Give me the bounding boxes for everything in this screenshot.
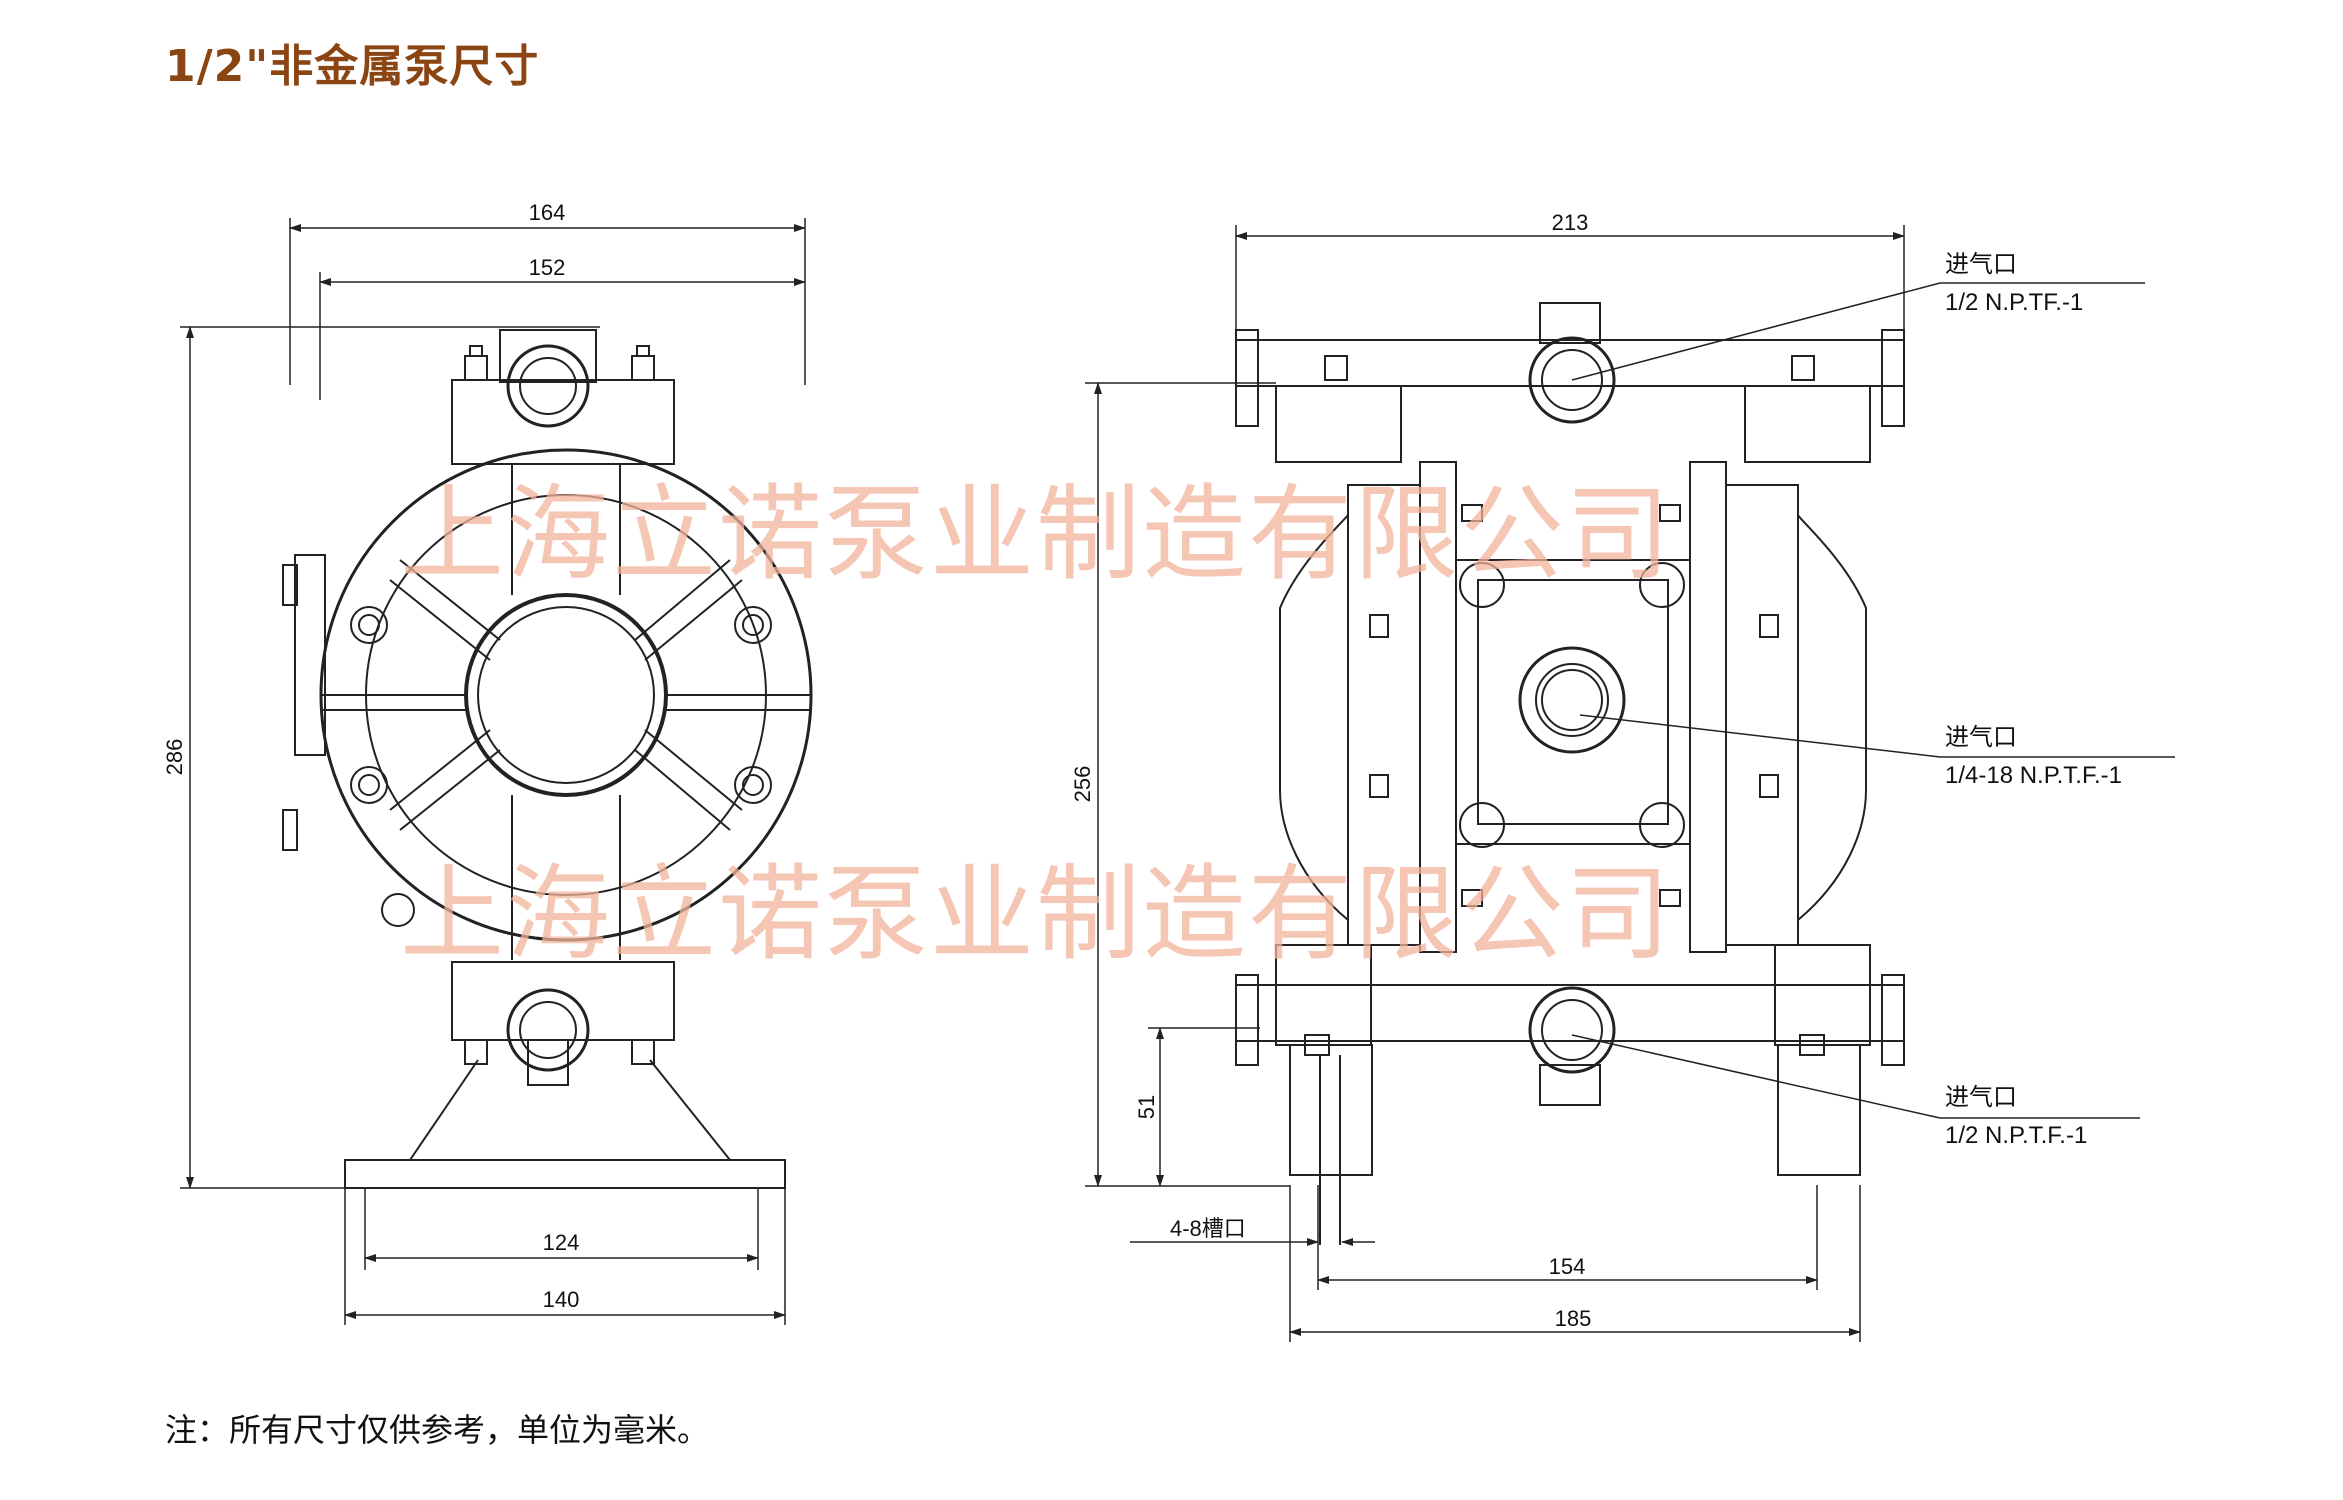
side-bottom-manifold xyxy=(1235,984,1905,1042)
front-bottom-port xyxy=(506,988,590,1072)
dim-side-foot-height: 51 xyxy=(1134,1095,1159,1119)
dim-front-width-total: 164 xyxy=(529,200,566,225)
front-center-hub-inner xyxy=(477,606,655,784)
side-bottom-port xyxy=(1528,986,1616,1074)
side-top-port xyxy=(1528,336,1616,424)
label-port-top-spec: 1/2 N.P.TF.-1 xyxy=(1945,289,2083,316)
front-top-manifold xyxy=(451,379,675,465)
front-base-plate xyxy=(344,1159,786,1189)
dim-front-height: 286 xyxy=(162,739,187,776)
label-port-mid: 进气口 xyxy=(1945,724,2017,751)
side-center-block xyxy=(1455,559,1691,845)
watermark-lower: 上海立诺泵业制造有限公司 xyxy=(400,853,1672,975)
footnote: 注：所有尺寸仅供参考，单位为毫米。 xyxy=(165,1411,710,1449)
watermark-upper: 上海立诺泵业制造有限公司 xyxy=(400,473,1672,595)
front-view xyxy=(282,329,813,1189)
dim-front-base-inner: 124 xyxy=(543,1230,580,1255)
front-top-port-boss xyxy=(499,329,597,383)
front-air-valve xyxy=(294,554,326,756)
dim-front-base-outer: 140 xyxy=(543,1287,580,1312)
front-top-port xyxy=(506,344,590,428)
dim-side-foot-inner: 154 xyxy=(1549,1254,1586,1279)
label-port-mid-spec: 1/4-18 N.P.T.F.-1 xyxy=(1945,762,2122,789)
dim-slot-label: 4-8槽口 xyxy=(1170,1216,1246,1241)
front-top-port-inner xyxy=(519,357,577,415)
dim-side-height: 256 xyxy=(1070,766,1095,803)
label-port-top: 进气口 xyxy=(1945,251,2017,278)
front-center-hub xyxy=(464,593,668,797)
side-right-foot xyxy=(1777,1044,1861,1176)
side-air-inlet xyxy=(1518,646,1626,754)
dim-side-foot-outer: 185 xyxy=(1555,1306,1592,1331)
page-title: 1/2"非金属泵尺寸 xyxy=(165,41,540,92)
dim-front-width-inner: 152 xyxy=(529,255,566,280)
side-view xyxy=(1235,302,1905,1245)
dim-side-width-top: 213 xyxy=(1552,210,1589,235)
label-port-bottom-spec: 1/2 N.P.T.F.-1 xyxy=(1945,1122,2087,1149)
label-port-bottom: 进气口 xyxy=(1945,1084,2017,1111)
side-left-foot xyxy=(1289,1044,1373,1176)
